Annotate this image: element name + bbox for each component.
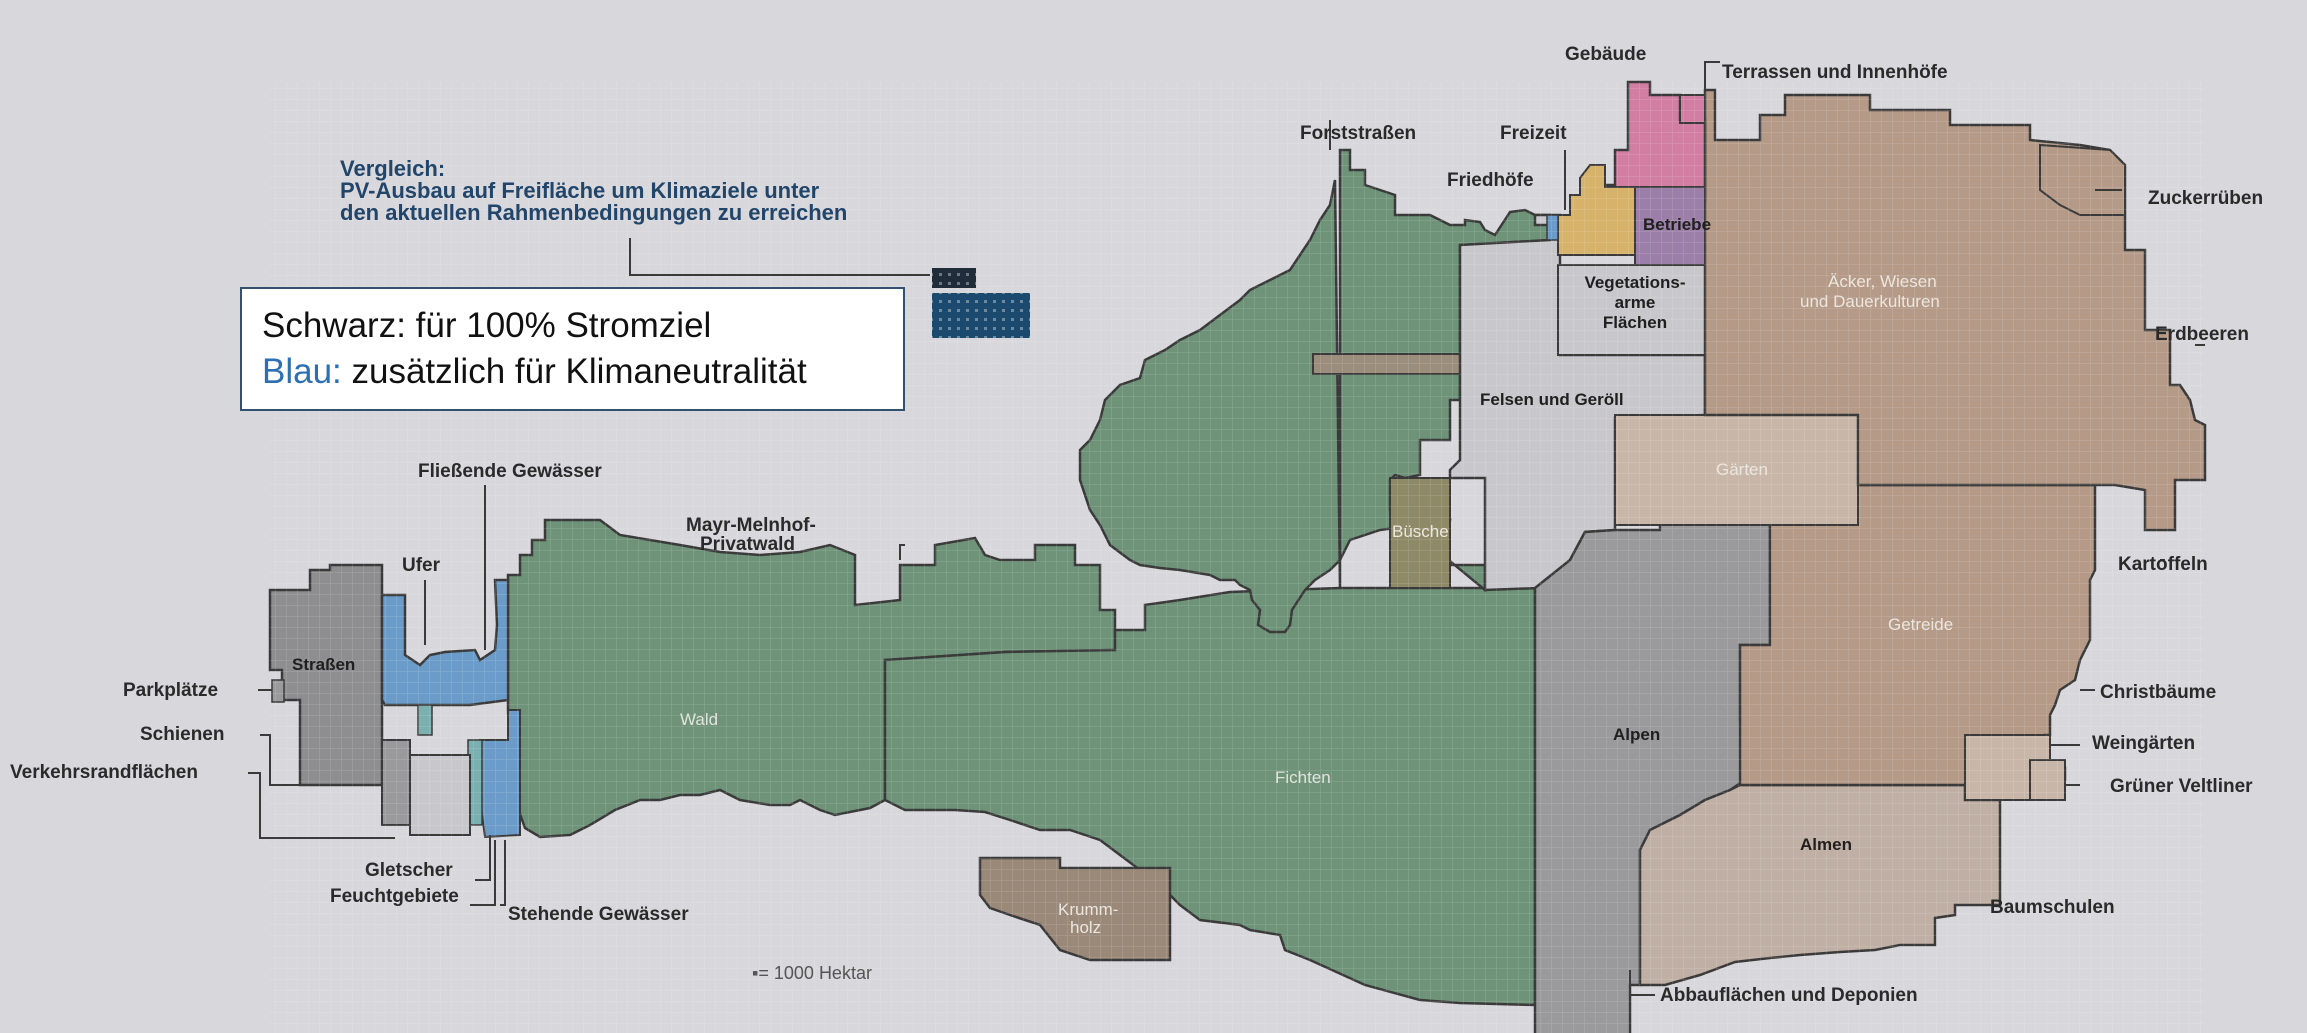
- label-almen: Almen: [1800, 835, 1852, 854]
- comparison-line-1: PV-Ausbau auf Freifläche um Klimaziele u…: [340, 178, 820, 203]
- label-vegetation-3: Flächen: [1602, 313, 1668, 332]
- label-fichten: Fichten: [1275, 768, 1331, 787]
- label-alpen: Alpen: [1613, 725, 1661, 744]
- callout-abbauflaechen: Abbauflächen und Deponien: [1660, 985, 1918, 1006]
- label-vegetation-1: Vegetations-: [1584, 273, 1686, 292]
- callout-gletscher: Gletscher: [365, 860, 453, 881]
- pv-comparison-blocks: [932, 268, 1030, 338]
- legend-blue-prefix: Blau:: [262, 352, 342, 391]
- legend-blue-line: Blau: zusätzlich für Klimaneutralität: [262, 349, 883, 395]
- callout-weingaerten: Weingärten: [2092, 733, 2196, 754]
- callout-gruener-veltliner: Grüner Veltliner: [2110, 776, 2253, 797]
- label-vegetation-2: arme: [1614, 293, 1656, 312]
- callout-friedhoefe: Friedhöfe: [1447, 170, 1534, 191]
- callout-verkehrsrandflaechen: Verkehrsrandflächen: [10, 762, 198, 783]
- comparison-line-2: den aktuellen Rahmenbedingungen zu errei…: [340, 200, 848, 225]
- legend-blue-text: zusätzlich für Klimaneutralität: [341, 352, 807, 391]
- label-aecker-2: und Dauerkulturen: [1800, 292, 1940, 311]
- callout-christbaeume: Christbäume: [2100, 682, 2217, 703]
- label-aecker-1: Äcker, Wiesen: [1828, 272, 1937, 291]
- callout-ufer: Ufer: [402, 555, 441, 576]
- callout-feuchtgebiete: Feuchtgebiete: [330, 886, 459, 907]
- label-felsen: Felsen und Geröll: [1480, 390, 1624, 409]
- legend-black-line: Schwarz: für 100% Stromziel: [262, 306, 712, 345]
- callout-fliessende-gewaesser: Fließende Gewässer: [418, 461, 602, 482]
- label-krummholz-2: holz: [1070, 918, 1102, 937]
- label-gaerten: Gärten: [1716, 460, 1768, 479]
- callout-lines: [248, 61, 2205, 996]
- callout-erdbeeren: Erdbeeren: [2155, 324, 2249, 345]
- comparison-title: Vergleich:: [340, 156, 446, 181]
- callout-forststrassen: Forststraßen: [1300, 123, 1417, 144]
- label-betriebe: Betriebe: [1643, 215, 1712, 234]
- callout-freizeit: Freizeit: [1500, 123, 1567, 144]
- scale-note: ▪= 1000 Hektar: [752, 963, 872, 983]
- callout-stehende-gewaesser: Stehende Gewässer: [508, 904, 689, 925]
- callout-kartoffeln: Kartoffeln: [2118, 554, 2208, 575]
- callout-terrassen: Terrassen und Innenhöfe: [1722, 62, 1948, 83]
- label-buesche: Büsche: [1392, 522, 1449, 541]
- callout-mayr-1: Mayr-Melnhof-: [686, 515, 816, 536]
- comparison-note: Vergleich: PV-Ausbau auf Freifläche um K…: [340, 158, 847, 224]
- label-getreide: Getreide: [1888, 615, 1954, 634]
- callout-baumschulen: Baumschulen: [1990, 897, 2115, 918]
- legend-box: Schwarz: für 100% Stromziel Blau: zusätz…: [240, 287, 905, 411]
- label-strassen: Straßen: [292, 655, 356, 674]
- callout-schienen: Schienen: [140, 724, 225, 745]
- label-wald: Wald: [680, 710, 719, 729]
- callout-mayr-2: Privatwald: [700, 534, 796, 555]
- label-krummholz-1: Krumm-: [1058, 900, 1119, 919]
- callout-parkplaetze: Parkplätze: [123, 680, 219, 701]
- callout-zuckerrueben: Zuckerrüben: [2148, 188, 2264, 209]
- callout-gebaeude: Gebäude: [1565, 44, 1647, 65]
